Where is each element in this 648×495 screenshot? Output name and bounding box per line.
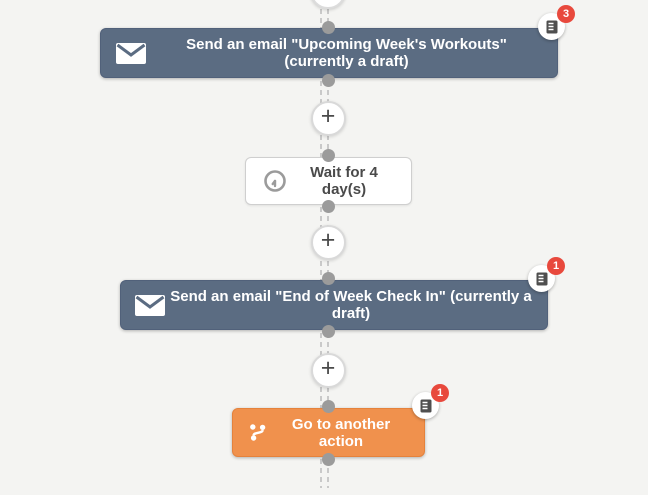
node-label: Wait for 4 day(s) <box>310 164 378 198</box>
envelope-icon <box>116 42 146 64</box>
node-label: Go to another action <box>291 415 391 450</box>
note-icon <box>536 272 547 285</box>
node-label: Send an email "Upcoming Week's Workouts"… <box>186 36 507 70</box>
notes-badge[interactable]: 3 <box>538 5 575 40</box>
note-icon <box>546 20 557 33</box>
connection-anchor-dot[interactable] <box>321 148 335 162</box>
connection-anchor-dot[interactable] <box>321 324 335 338</box>
connection-anchor-dot[interactable] <box>321 20 335 34</box>
connection-anchor-dot[interactable] <box>321 73 335 87</box>
wait-timer-node[interactable]: Wait for 4 day(s) <box>245 157 412 205</box>
notes-badge[interactable]: 1 <box>528 257 565 292</box>
envelope-icon <box>135 294 165 316</box>
connection-anchor-dot[interactable] <box>321 399 335 413</box>
branch-icon <box>248 423 268 443</box>
connection-anchor-dot[interactable] <box>321 452 335 466</box>
email-action-node-end-of-week-check-in[interactable]: Send an email "End of Week Check In" (cu… <box>120 257 565 330</box>
add-step-button-partial[interactable] <box>310 0 346 9</box>
add-step-button[interactable]: + <box>310 224 346 260</box>
node-label: Send an email "End of Week Check In" (cu… <box>170 288 532 322</box>
add-step-button[interactable]: + <box>310 352 346 388</box>
goto-action-node[interactable]: Go to another action 1 <box>232 384 449 457</box>
note-count-badge: 1 <box>431 384 449 402</box>
note-count-badge: 3 <box>557 5 575 23</box>
add-step-button[interactable]: + <box>310 100 346 136</box>
email-action-node-upcoming-weeks-workouts[interactable]: Send an email "Upcoming Week's Workouts"… <box>100 5 575 78</box>
clock-icon <box>263 169 287 193</box>
note-count-badge: 1 <box>547 257 565 275</box>
note-icon <box>420 399 431 412</box>
connection-anchor-dot[interactable] <box>321 199 335 213</box>
notes-badge[interactable]: 1 <box>412 384 449 419</box>
connection-anchor-dot[interactable] <box>321 271 335 285</box>
